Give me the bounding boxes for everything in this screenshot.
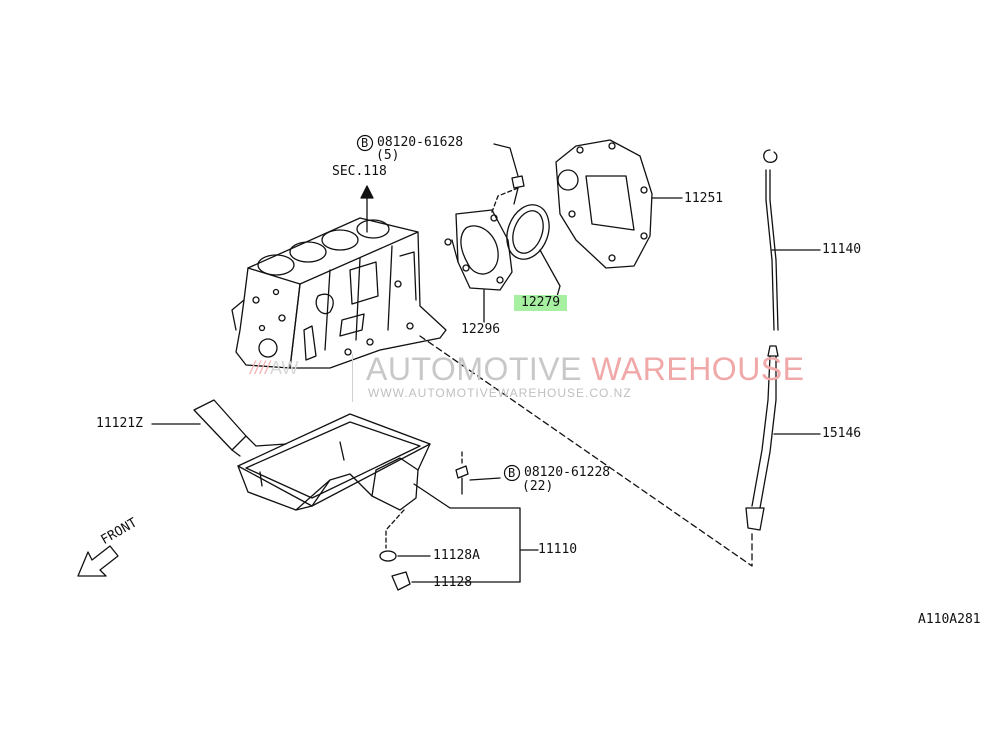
watermark-logo: ////AW bbox=[250, 358, 299, 378]
label-oil-pan[interactable]: 11110 bbox=[538, 542, 578, 557]
label-oil-seal-highlighted[interactable]: 12279 bbox=[514, 295, 568, 311]
label-bolt-top-code[interactable]: 08120-61628 bbox=[377, 135, 464, 150]
oil-seal-drawing[interactable] bbox=[500, 199, 557, 265]
label-diagram-code: A110A281 bbox=[918, 612, 981, 627]
guide-tube-drawing[interactable] bbox=[745, 345, 779, 531]
watermark-name: AUTOMOTIVE WAREHOUSE bbox=[366, 352, 804, 386]
label-sec-ref[interactable]: SEC.118 bbox=[332, 164, 387, 179]
label-bolt-top-qty: (5) bbox=[376, 148, 400, 163]
label-bolt-pan-code[interactable]: 08120-61228 bbox=[524, 465, 611, 480]
b-symbol-pan bbox=[503, 464, 521, 482]
b-symbol-top bbox=[356, 134, 374, 152]
label-rear-plate[interactable]: 11251 bbox=[684, 191, 724, 206]
watermark-divider bbox=[352, 354, 353, 402]
watermark-name-part1: AUTOMOTIVE bbox=[366, 351, 592, 387]
dipstick-drawing[interactable] bbox=[763, 149, 779, 331]
b-letter-pan: B bbox=[508, 466, 516, 480]
label-drain-washer[interactable]: 11128A bbox=[433, 548, 480, 563]
label-gasket-sealant[interactable]: 11121Z bbox=[96, 416, 143, 431]
label-drain-plug[interactable]: 11128 bbox=[433, 575, 473, 590]
b-letter-top: B bbox=[361, 136, 369, 150]
sealant-tube-drawing[interactable] bbox=[193, 399, 287, 457]
rear-plate-drawing[interactable] bbox=[555, 139, 653, 269]
label-dipstick[interactable]: 11140 bbox=[822, 242, 862, 257]
label-guide-tube[interactable]: 15146 bbox=[822, 426, 862, 441]
oil-pan-drawing[interactable] bbox=[237, 413, 431, 511]
label-seal-retainer[interactable]: 12296 bbox=[461, 322, 501, 337]
watermark-name-part2: WAREHOUSE bbox=[591, 351, 805, 387]
seal-retainer-drawing[interactable] bbox=[444, 209, 513, 291]
watermark-url: WWW.AUTOMOTIVEWAREHOUSE.CO.NZ bbox=[368, 386, 632, 400]
label-bolt-pan-qty: (22) bbox=[522, 479, 554, 494]
cylinder-block-drawing[interactable] bbox=[231, 217, 447, 369]
